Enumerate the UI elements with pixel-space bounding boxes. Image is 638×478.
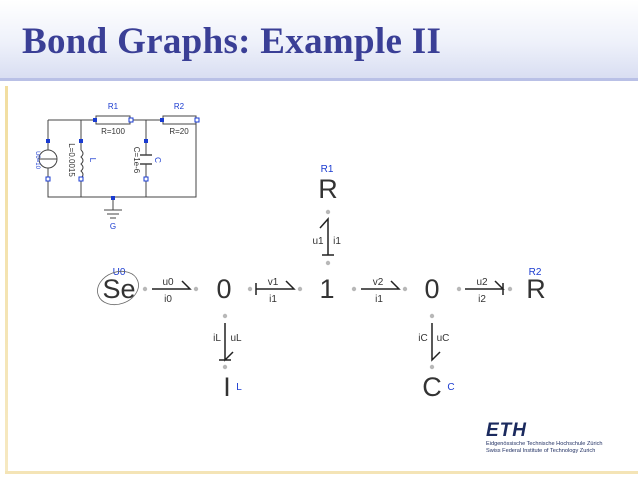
connector-pins-open — [45, 117, 200, 182]
bond-v1 — [255, 280, 296, 295]
bond-v1-effort: v1 — [268, 277, 279, 288]
r1-name: R1 — [108, 102, 119, 111]
bond-u0 — [152, 280, 192, 290]
bond-v2-effort: v2 — [373, 277, 384, 288]
bond-u0-flow: i0 — [164, 294, 172, 305]
eth-logo-line-2: Swiss Federal Institute of Technology Zu… — [486, 448, 596, 454]
bond-v2 — [361, 280, 401, 290]
bond-il — [219, 323, 234, 362]
ground-symbol — [104, 209, 122, 219]
bond-ic — [431, 323, 441, 362]
node-0-left: 0 — [216, 274, 231, 304]
node-0-right: 0 — [424, 274, 439, 304]
bond-u2-flow: i2 — [478, 294, 486, 305]
node-c: C — [422, 372, 442, 402]
bond-graph: Se 0 1 0 R R I C U0 R2 R1 L C — [97, 164, 546, 402]
r1-value: R=100 — [101, 127, 125, 136]
page-title: Bond Graphs: Example II — [22, 21, 442, 62]
bond-u1-effort: u1 — [312, 236, 324, 247]
node-1: 1 — [319, 274, 334, 304]
eth-logo-mark: ETH — [486, 420, 527, 441]
label-r1: R1 — [321, 164, 334, 175]
se-selection-ring — [97, 270, 139, 306]
bond-u1 — [319, 217, 334, 256]
bond-ic-flow: uC — [437, 333, 450, 344]
bond-u1-flow: i1 — [333, 236, 341, 247]
inductor-symbol — [80, 149, 84, 179]
bond-v1-flow: i1 — [269, 294, 277, 305]
bond-il-flow: uL — [230, 333, 242, 344]
bond-u2-effort: u2 — [476, 277, 488, 288]
label-l: L — [236, 382, 242, 393]
capacitor-symbol — [140, 154, 152, 165]
frame-bottom-border — [5, 471, 638, 474]
r2-value: R=20 — [169, 127, 189, 136]
frame-left-border — [5, 86, 8, 474]
eth-logo: ETH Eidgenössische Technische Hochschule… — [486, 421, 626, 463]
u0-name: U0=10 — [34, 151, 40, 170]
node-r-right: R — [526, 274, 546, 304]
eth-logo-line-1: Eidgenössische Technische Hochschule Zür… — [486, 441, 603, 447]
label-u0: U0 — [113, 267, 126, 278]
bond-il-effort: iL — [213, 333, 221, 344]
l-value: L=0.0015 — [67, 143, 76, 177]
bond-ic-effort: iC — [418, 333, 427, 344]
bond-u2 — [465, 280, 505, 295]
c-name: C — [153, 157, 162, 163]
node-se: Se — [102, 274, 135, 304]
resistor-r2-symbol — [162, 115, 197, 125]
r2-name: R2 — [174, 102, 185, 111]
title-divider — [0, 78, 638, 81]
l-name: L — [88, 158, 97, 163]
node-i: I — [223, 372, 231, 402]
title-bar: Bond Graphs: Example II — [0, 0, 638, 78]
resistor-r1-symbol — [95, 115, 131, 125]
circuit-schematic: R1 R=100 R2 R=20 L L=0.0015 C C=1e-6 U0=… — [34, 102, 200, 231]
bond-u0-effort: u0 — [162, 277, 174, 288]
c-value: C=1e-6 — [132, 147, 141, 174]
port-dots — [142, 209, 513, 370]
connector-pins — [46, 118, 164, 200]
bond-v2-flow: i1 — [375, 294, 383, 305]
node-r-top: R — [318, 174, 338, 204]
label-r2: R2 — [529, 267, 542, 278]
label-c: C — [447, 382, 454, 393]
ground-name: G — [110, 222, 116, 231]
